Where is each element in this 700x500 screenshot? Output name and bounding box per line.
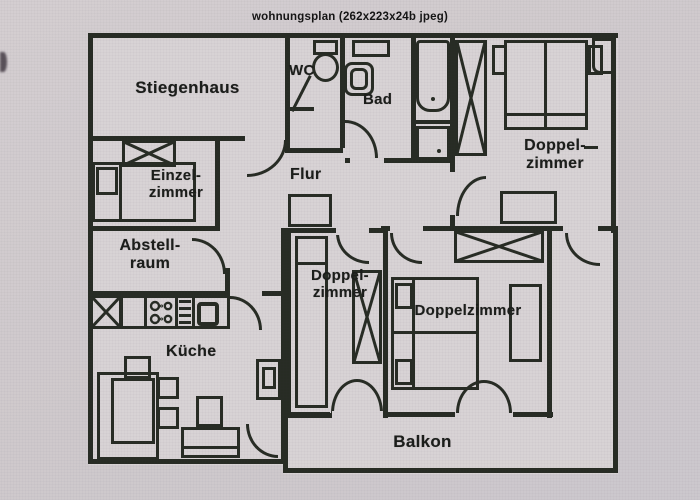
door-gap	[336, 225, 369, 235]
pillow-icon	[492, 45, 507, 75]
room-label-stiegenhaus: Stiegenhaus	[135, 78, 240, 97]
wall	[285, 148, 343, 153]
wall	[88, 226, 220, 231]
table-line	[183, 446, 238, 449]
wall	[88, 33, 618, 38]
room-label-doppelzimmer-top: Doppel-zimmer	[524, 137, 586, 173]
wall	[340, 38, 345, 148]
wall	[611, 33, 616, 233]
cabinet-icon	[288, 194, 332, 227]
wall	[411, 38, 416, 160]
room-label-kueche: Küche	[166, 343, 217, 360]
chair-icon	[256, 359, 281, 400]
shelf-icon	[352, 40, 390, 57]
nightstand-icon	[500, 191, 557, 224]
wall	[613, 228, 618, 473]
drain-dot	[437, 149, 441, 153]
wall	[423, 226, 563, 231]
wall	[88, 459, 286, 464]
photo-edge-mark	[0, 52, 7, 72]
double-bed-icon	[504, 40, 588, 130]
washbasin-icon	[344, 62, 374, 96]
single-bed-icon	[92, 162, 196, 222]
kitchen-counter	[120, 295, 230, 329]
single-bed-icon	[295, 236, 328, 408]
wardrobe-icon	[352, 270, 382, 364]
wall	[286, 107, 314, 111]
wall	[281, 228, 286, 464]
bathtub-icon	[416, 40, 450, 112]
room-label-balkon: Balkon	[393, 432, 452, 451]
wardrobe-icon	[454, 230, 544, 263]
cushion-icon	[124, 356, 151, 379]
room-label-flur: Flur	[290, 166, 322, 183]
wall	[88, 136, 245, 141]
pillow-icon	[395, 283, 413, 309]
dishwasher-icon	[179, 300, 191, 326]
toilet-icon	[312, 53, 339, 82]
drain-dot	[431, 97, 435, 101]
nightstand-icon	[592, 38, 614, 74]
wall	[383, 412, 455, 417]
wall	[513, 412, 553, 417]
headboard-line	[412, 280, 415, 387]
wall	[384, 158, 415, 163]
wall	[215, 136, 220, 231]
chair-icon	[262, 367, 276, 389]
balcony-background	[283, 412, 618, 474]
bed-divider-line	[393, 331, 477, 334]
image-caption: wohnungsplan (262x223x24b jpeg)	[251, 11, 448, 23]
wall	[285, 33, 290, 153]
counter-divider	[144, 297, 147, 327]
sink-base-icon	[90, 295, 122, 329]
wall	[547, 228, 552, 418]
dresser-icon	[509, 284, 542, 362]
kitchen-table-icon	[181, 427, 240, 458]
wall	[283, 468, 618, 473]
stove-icon	[149, 300, 173, 325]
side-table-icon	[157, 377, 179, 399]
pillow-icon	[588, 45, 603, 75]
door-gap	[332, 411, 383, 420]
side-table-icon	[157, 407, 179, 429]
wall	[262, 291, 286, 296]
counter-divider	[175, 297, 178, 327]
room-label-doppelzimmer-unten: Doppelzimmer	[414, 302, 522, 319]
shower-icon	[416, 126, 450, 160]
blanket-line	[507, 113, 585, 116]
wall	[411, 158, 455, 163]
kitchen-sink-icon	[197, 302, 219, 326]
wall	[225, 268, 230, 296]
wall	[345, 158, 350, 163]
wall	[88, 291, 230, 296]
bed-divider-line	[119, 164, 122, 220]
counter-divider	[192, 297, 195, 327]
room-label-wc: WC	[289, 62, 315, 79]
pillow-icon	[96, 167, 118, 195]
bed-divider-line	[544, 43, 547, 127]
room-label-bad: Bad	[363, 91, 393, 108]
chair-icon	[196, 396, 223, 427]
wardrobe-icon	[122, 140, 176, 167]
radiator-tick	[584, 146, 598, 149]
room-label-einzelzimmer: Einzel-zimmer	[148, 167, 204, 202]
pillow-icon	[395, 359, 413, 385]
wall	[450, 38, 455, 172]
washbasin-icon	[350, 68, 368, 90]
room-label-doppelzimmer-mitte: Doppel-zimmer	[311, 267, 369, 302]
wall	[450, 215, 455, 231]
wall	[88, 33, 93, 464]
wall	[415, 120, 451, 124]
double-bed-icon	[391, 277, 479, 390]
wall	[598, 226, 618, 231]
room-label-abstellraum: Abstell-raum	[119, 237, 181, 273]
wardrobe-icon	[455, 40, 487, 156]
bed-divider-line	[297, 262, 326, 265]
armchair-icon	[111, 378, 155, 444]
